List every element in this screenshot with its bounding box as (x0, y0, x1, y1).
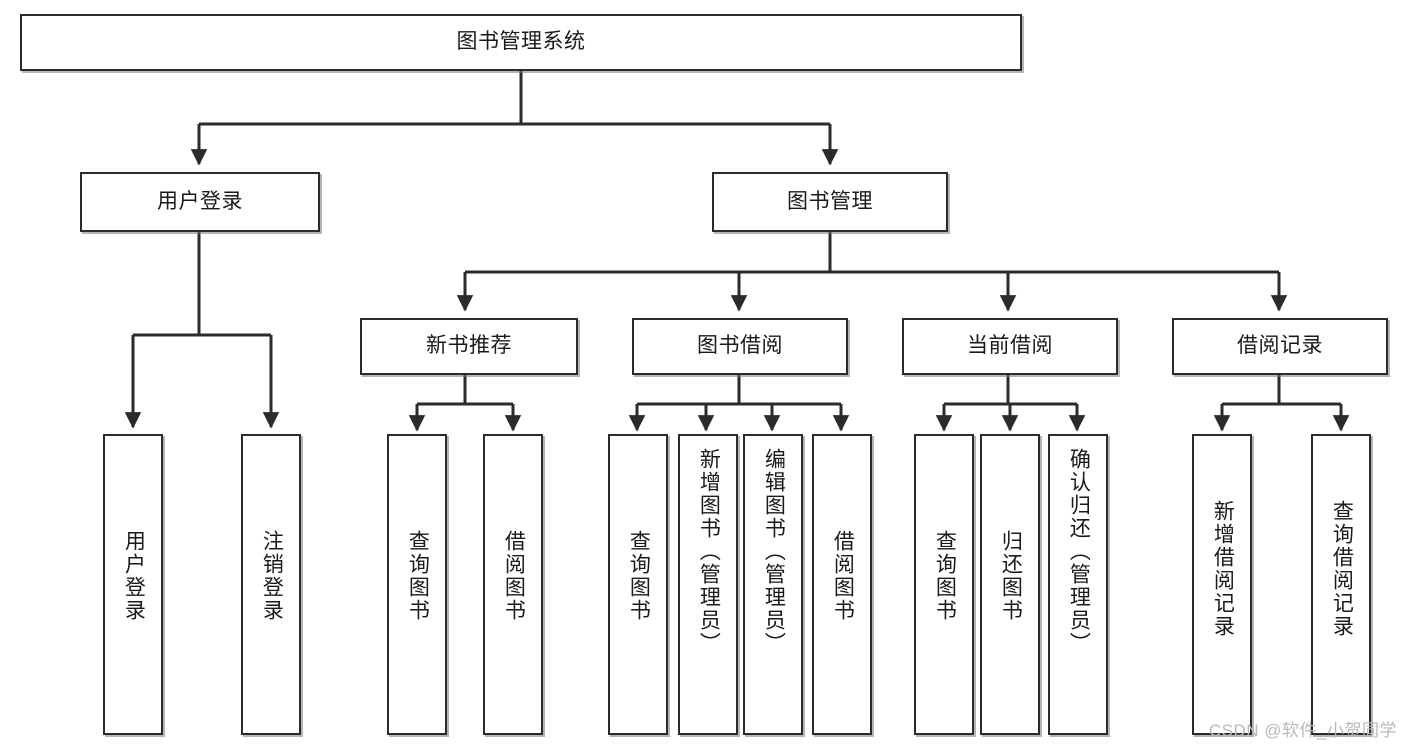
node-root[interactable]: 图书管理系统 (20, 14, 1022, 71)
leaf-add-book-admin[interactable]: 新增图书（管理员） (678, 434, 738, 735)
leaf-query-book-newbook[interactable]: 查询图书 (387, 434, 447, 735)
leaf-query-book-newbook-label: 查询图书 (406, 530, 430, 622)
node-borrow-records-label: 借阅记录 (1237, 334, 1323, 358)
leaf-borrow-book-newbook-label: 借阅图书 (502, 530, 526, 622)
node-user-login[interactable]: 用户登录 (80, 172, 320, 232)
node-new-book-recommend-label: 新书推荐 (426, 334, 512, 358)
leaf-logout-label: 注销登录 (260, 530, 284, 622)
leaf-return-book-label: 归还图书 (999, 530, 1023, 622)
node-book-borrow-label: 图书借阅 (697, 334, 783, 358)
leaf-borrow-book-label: 借阅图书 (831, 530, 855, 622)
node-user-login-label: 用户登录 (157, 189, 243, 213)
leaf-query-borrow-record-label: 查询借阅记录 (1330, 500, 1354, 638)
node-book-management[interactable]: 图书管理 (712, 172, 948, 232)
leaf-add-book-admin-label: 新增图书（管理员） (697, 448, 721, 655)
node-borrow-records[interactable]: 借阅记录 (1172, 318, 1388, 375)
leaf-query-book-borrow-label: 查询图书 (627, 530, 651, 622)
leaf-query-book-current[interactable]: 查询图书 (914, 434, 974, 735)
watermark-text: CSDN @软件_小贺同学 (1208, 721, 1397, 740)
leaf-edit-book-admin[interactable]: 编辑图书（管理员） (743, 434, 803, 735)
node-book-borrow[interactable]: 图书借阅 (632, 318, 848, 375)
node-root-label: 图书管理系统 (456, 30, 586, 54)
leaf-query-book-current-label: 查询图书 (933, 530, 957, 622)
leaf-user-login[interactable]: 用户登录 (103, 434, 163, 735)
node-book-management-label: 图书管理 (787, 189, 873, 213)
node-current-borrow[interactable]: 当前借阅 (902, 318, 1118, 375)
leaf-user-login-label: 用户登录 (122, 530, 146, 622)
leaf-return-book[interactable]: 归还图书 (980, 434, 1040, 735)
leaf-borrow-book-newbook[interactable]: 借阅图书 (483, 434, 543, 735)
leaf-query-book-borrow[interactable]: 查询图书 (608, 434, 668, 735)
node-current-borrow-label: 当前借阅 (967, 334, 1053, 358)
leaf-query-borrow-record[interactable]: 查询借阅记录 (1311, 434, 1371, 735)
leaf-add-borrow-record-label: 新增借阅记录 (1211, 500, 1235, 638)
leaf-edit-book-admin-label: 编辑图书（管理员） (762, 448, 786, 655)
leaf-confirm-return-admin[interactable]: 确认归还（管理员） (1048, 434, 1108, 735)
leaf-add-borrow-record[interactable]: 新增借阅记录 (1192, 434, 1252, 735)
leaf-borrow-book[interactable]: 借阅图书 (812, 434, 872, 735)
node-new-book-recommend[interactable]: 新书推荐 (360, 318, 578, 375)
leaf-confirm-return-admin-label: 确认归还（管理员） (1067, 448, 1091, 655)
leaf-logout[interactable]: 注销登录 (241, 434, 301, 735)
